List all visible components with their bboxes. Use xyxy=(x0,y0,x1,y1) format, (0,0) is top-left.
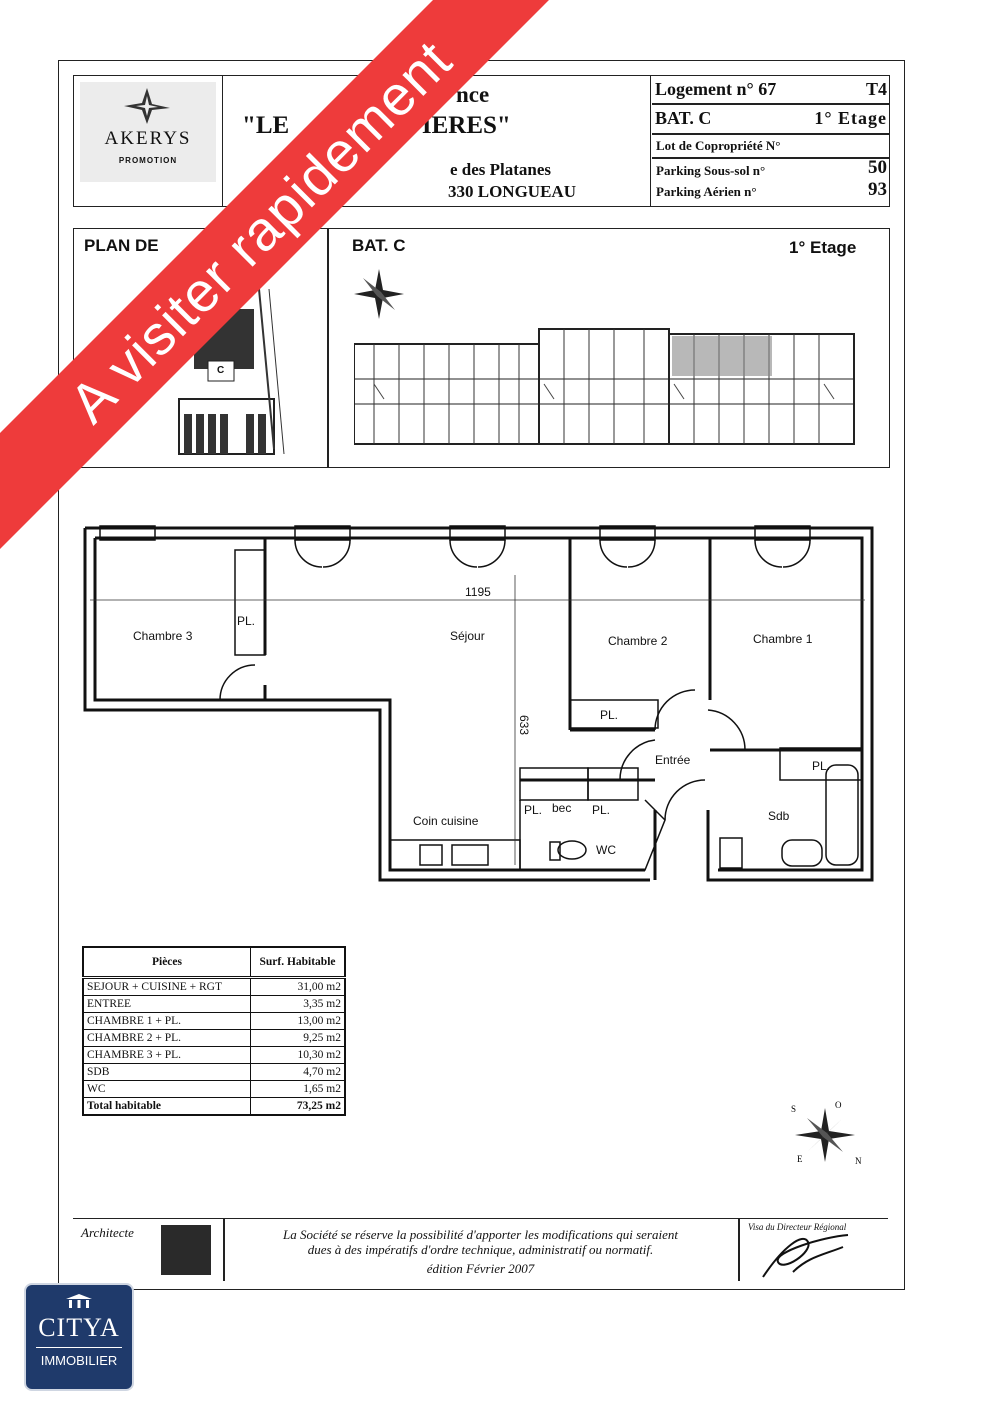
signature-image xyxy=(762,1234,849,1278)
compass-rose-icon xyxy=(354,269,404,319)
logement-number: Logement n° 67 xyxy=(655,79,777,99)
table-row: CHAMBRE 2 + PL.9,25 m2 xyxy=(82,1029,346,1047)
disclaimer: La Société se réserve la possibilité d'a… xyxy=(223,1227,738,1276)
architect-logo xyxy=(161,1225,211,1275)
areas-table: Pièces Surf. Habitable SEJOUR + CUISINE … xyxy=(82,946,346,1116)
header-block: AKERYS PROMOTION nce "LE ES RIVIERES" e … xyxy=(73,75,890,207)
visa-label: Visa du Directeur Régional xyxy=(748,1222,847,1232)
placard-chambre-2: PL. xyxy=(600,708,618,722)
unit-info-cell: Logement n° 67 T4 BAT. C 1° Etage Lot de… xyxy=(652,76,889,206)
room-entree: Entrée xyxy=(655,753,691,767)
table-row: CHAMBRE 1 + PL.13,00 m2 xyxy=(82,1012,346,1030)
col-pieces: Pièces xyxy=(82,946,251,979)
lot-label: Lot de Copropriété N° xyxy=(656,138,781,153)
edition-label: édition Février 2007 xyxy=(426,1261,535,1276)
parking-outdoor-label: Parking Aérien n° xyxy=(656,184,757,199)
room-chambre-1: Chambre 1 xyxy=(753,632,813,646)
akerys-logo-icon xyxy=(124,88,170,124)
placard-entree: PL. xyxy=(592,803,610,817)
parking-underground-label: Parking Sous-sol n° xyxy=(656,163,766,178)
floor-overview-plan xyxy=(354,328,855,445)
agency-sub: IMMOBILIER xyxy=(40,1353,118,1368)
footer-block: Architecte La Société se réserve la poss… xyxy=(73,1218,888,1281)
compass-rose-bottom-icon: S O E N xyxy=(791,1100,862,1166)
agency-name: CITYA xyxy=(38,1313,120,1342)
logo-sub: PROMOTION xyxy=(118,156,178,165)
overview-floor-label: 1° Etage xyxy=(789,238,857,257)
unit-type: T4 xyxy=(865,79,887,99)
room-sdb: Sdb xyxy=(768,809,790,823)
residence-city: 330 LONGUEAU xyxy=(448,182,576,201)
svg-text:S: S xyxy=(791,1104,796,1114)
placard-kitchen: PL. xyxy=(524,803,542,817)
room-coin-cuisine: Coin cuisine xyxy=(413,814,479,828)
apartment-floor-plan: 1195 633 Chambre 3 PL. Séjour Chambre 2 … xyxy=(83,525,874,882)
agency-logo-badge: CITYA IMMOBILIER xyxy=(24,1283,134,1391)
overview-bat-label: BAT. C xyxy=(352,236,406,255)
height-dimension: 633 xyxy=(517,715,531,735)
logo-cell: AKERYS PROMOTION xyxy=(74,76,223,206)
parking-underground-value: 50 xyxy=(868,157,887,178)
building-label: BAT. C xyxy=(655,108,712,128)
architect-label: Architecte xyxy=(81,1225,134,1240)
residence-street: e des Platanes xyxy=(450,160,552,179)
svg-text:O: O xyxy=(835,1100,842,1110)
svg-text:E: E xyxy=(797,1154,803,1164)
col-surface: Surf. Habitable xyxy=(250,946,346,979)
floor-label: 1° Etage xyxy=(814,108,887,128)
width-dimension: 1195 xyxy=(465,585,491,599)
table-row: CHAMBRE 3 + PL.10,30 m2 xyxy=(82,1046,346,1064)
placard-chambre-3: PL. xyxy=(237,614,255,628)
logo-brand: AKERYS xyxy=(104,128,192,149)
water-heater-label: bec xyxy=(552,801,571,815)
citya-columns-icon xyxy=(66,1294,92,1308)
site-building-letter: C xyxy=(217,365,225,376)
room-sejour: Séjour xyxy=(450,629,485,643)
areas-table-wrapper: Pièces Surf. Habitable SEJOUR + CUISINE … xyxy=(82,946,346,1116)
svg-text:N: N xyxy=(855,1156,862,1166)
placard-chambre-1: PL. xyxy=(812,759,830,773)
parking-outdoor-value: 93 xyxy=(868,179,887,200)
room-wc: WC xyxy=(596,843,616,857)
room-chambre-3: Chambre 3 xyxy=(133,629,193,643)
room-chambre-2: Chambre 2 xyxy=(608,634,668,648)
site-plan-title: PLAN DE xyxy=(84,236,159,255)
